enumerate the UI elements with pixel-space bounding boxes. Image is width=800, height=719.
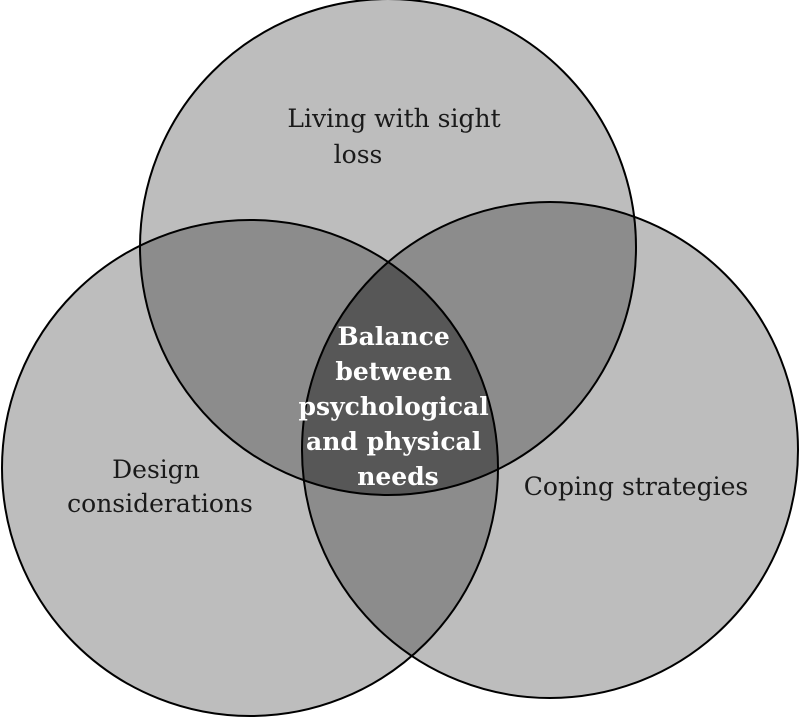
label-line: and physical <box>306 427 481 456</box>
label-line: Coping strategies <box>524 472 748 501</box>
label-line: loss <box>334 140 383 169</box>
label-design-considerations: Design considerations <box>67 455 253 518</box>
circle-outline-top <box>139 0 637 496</box>
overlap-all <box>302 220 498 495</box>
circle-outline-left <box>1 219 499 717</box>
label-line: needs <box>357 462 439 491</box>
label-line: Living with sight <box>287 104 500 133</box>
circle-outline-right <box>301 201 799 699</box>
label-line: Design <box>112 455 200 484</box>
label-line: psychological <box>299 392 489 421</box>
label-living-with-sight-loss: Living with sight loss <box>287 104 508 169</box>
label-line: considerations <box>67 489 253 518</box>
label-line: between <box>335 357 451 386</box>
label-coping-strategies: Coping strategies <box>524 472 748 501</box>
triple-overlap <box>302 220 498 495</box>
label-line: Balance <box>337 322 449 351</box>
label-balance-center: Balance between psychological and physic… <box>299 322 498 491</box>
